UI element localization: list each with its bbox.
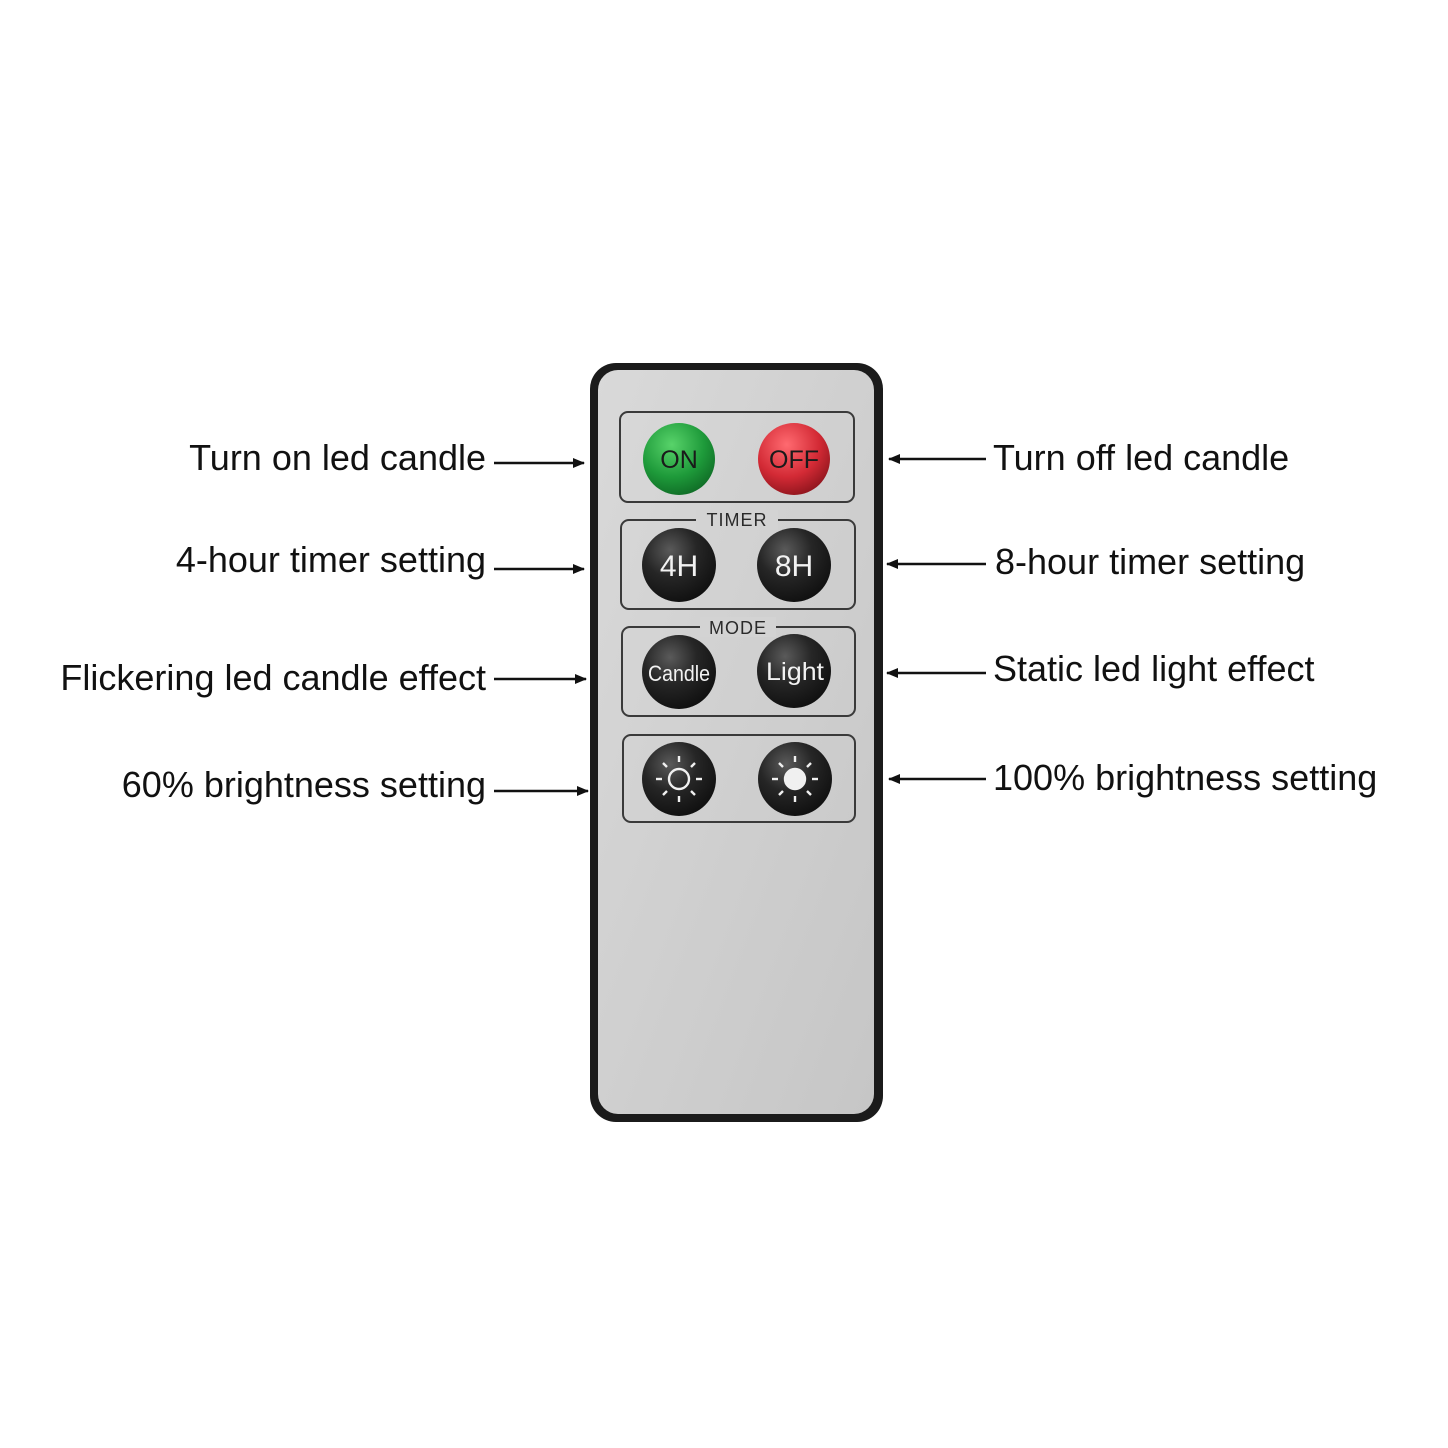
left-annotations: Turn on led candle 4-hour timer setting … [60,437,589,805]
mode-light-button[interactable]: Light [757,634,831,708]
annotation-8h-timer: 8-hour timer setting [995,541,1305,582]
annotation-flicker-effect: Flickering led candle effect [60,657,486,698]
timer-label-bg [696,510,778,530]
sun-filled-icon [772,756,818,802]
off-button-label: OFF [769,446,819,474]
timer-4h-button[interactable]: 4H [642,528,716,602]
mode-group-label: MODE [709,618,767,638]
remote-body [590,363,883,1122]
power-button-group: ON OFF [619,411,855,503]
timer-8h-label: 8H [775,550,813,583]
timer-4h-label: 4H [660,550,698,583]
brightness-button-group [622,734,856,823]
annotation-100-brightness: 100% brightness setting [993,757,1377,798]
mode-button-group: MODE Candle Light [621,617,856,717]
timer-group-label: TIMER [707,510,768,530]
remote-face [598,370,874,1114]
sun-outline-icon [656,756,702,802]
brightness-100-button[interactable] [758,742,832,816]
on-button-label: ON [660,446,698,474]
annotation-static-light: Static led light effect [993,648,1315,689]
mode-candle-label: Candle [648,661,710,686]
annotation-60-brightness: 60% brightness setting [122,764,486,805]
power-group-outline [619,411,855,503]
annotation-4h-timer: 4-hour timer setting [176,539,486,580]
mode-light-label: Light [766,658,824,686]
mode-label-bg [700,617,776,637]
annotation-turn-on: Turn on led candle [189,437,486,478]
brightness-60-button[interactable] [642,742,716,816]
mode-candle-button[interactable]: Candle [642,635,716,709]
timer-button-group: TIMER 4H 8H [620,510,856,610]
off-button[interactable]: OFF [758,423,830,495]
right-annotations: Turn off led candle 8-hour timer setting… [886,437,1377,798]
annotation-turn-off: Turn off led candle [993,437,1289,478]
brightness-group-outline [622,734,856,823]
timer-8h-button[interactable]: 8H [757,528,831,602]
on-button[interactable]: ON [643,423,715,495]
